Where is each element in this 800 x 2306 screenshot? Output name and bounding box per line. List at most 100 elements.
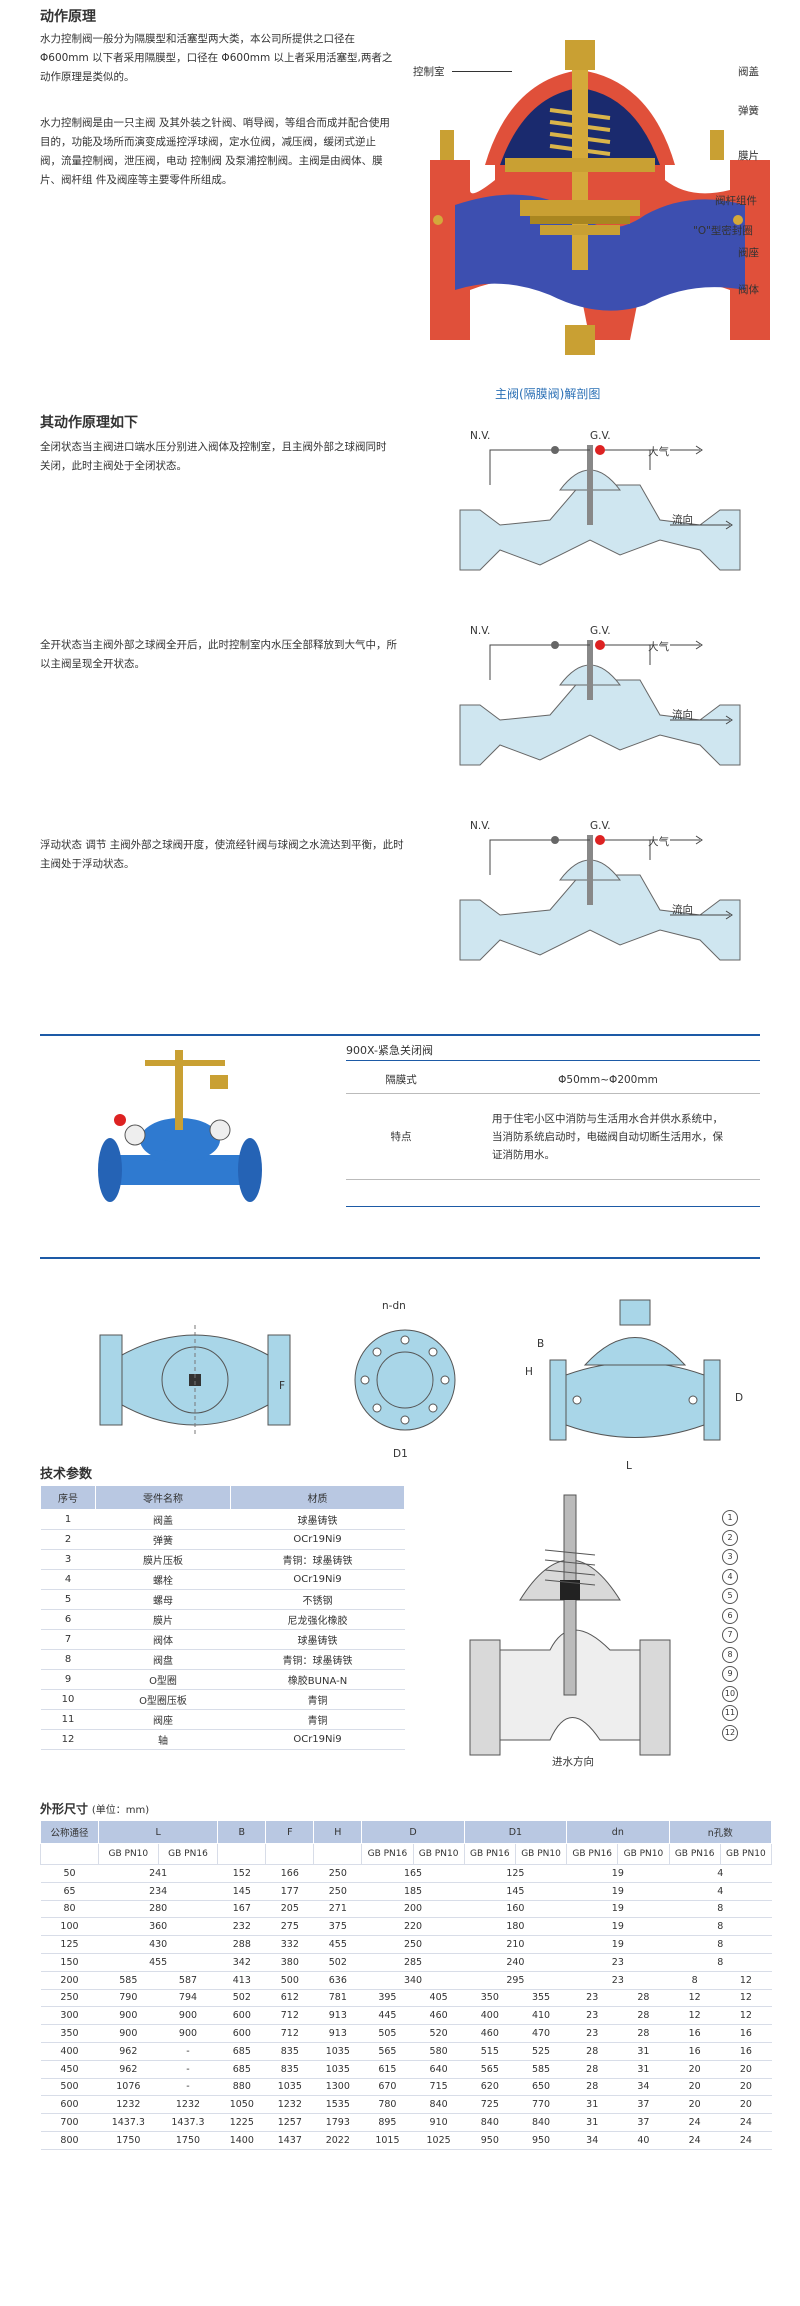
dims-cell: 28 xyxy=(617,2006,670,2026)
spec-row-type: 隔膜式 Φ50mm~Φ200mm xyxy=(346,1066,760,1094)
dims-header: D xyxy=(361,1820,465,1844)
dims-cell: 800 xyxy=(40,2131,99,2150)
dims-cell: 23 xyxy=(566,1971,670,1990)
closed-nv-label: N.V. xyxy=(470,430,491,442)
section-callout-number: 5 xyxy=(722,1588,738,1604)
dims-cell: 790 xyxy=(98,1989,159,2008)
dims-cell: 502 xyxy=(217,1989,266,2008)
state-closed-text: 全闭状态当主阀进口端水压分别进入阀体及控制室，且主阀外部之球阀同时关闭，此时主阀… xyxy=(40,441,387,472)
dims-cell: 685 xyxy=(217,2060,266,2079)
dims-cell: 20 xyxy=(669,2060,721,2079)
spec-value-type: Φ50mm~Φ200mm xyxy=(456,1066,760,1094)
parts-cell-name: 阀盖 xyxy=(95,1509,231,1530)
parts-cell-material: OCr19Ni9 xyxy=(230,1529,405,1550)
dim-label-l: L xyxy=(626,1460,632,1472)
dims-header: n孔数 xyxy=(668,1820,773,1844)
parts-cell-material: 球墨铸铁 xyxy=(230,1509,405,1530)
parts-cell-name: 弹簧 xyxy=(95,1529,231,1550)
dims-cell: 234 xyxy=(98,1882,218,1901)
parts-cell-no: 3 xyxy=(40,1549,96,1570)
parts-cell-material: 橡胶BUNA-N xyxy=(230,1669,405,1690)
dim-label-d: D xyxy=(735,1392,744,1404)
dims-cell: 1793 xyxy=(313,2113,362,2132)
dims-subheader-empty xyxy=(217,1843,267,1865)
dims-cell: 895 xyxy=(361,2113,414,2132)
parts-cell-no: 5 xyxy=(40,1589,96,1610)
dims-cell: 650 xyxy=(515,2078,567,2097)
dims-cell: 250 xyxy=(40,1989,99,2008)
section-callout-number: 12 xyxy=(722,1724,738,1741)
dims-cell: 781 xyxy=(313,1989,362,2008)
dims-subheader-empty xyxy=(313,1843,363,1865)
top-view-drawing xyxy=(95,1325,295,1435)
section-callout-number: 9 xyxy=(722,1666,738,1682)
dims-cell: 587 xyxy=(158,1971,218,1990)
section-callout-number: 10 xyxy=(722,1685,738,1702)
dims-cell: 520 xyxy=(413,2024,465,2043)
callout-diaphragm: 膜片 xyxy=(738,150,759,162)
parts-cell-material: 青铜 xyxy=(230,1709,405,1730)
parts-cell-material: 青铜：球墨铸铁 xyxy=(230,1649,405,1670)
dims-subheader: GB PN10 xyxy=(719,1843,773,1865)
dims-cell: 1437 xyxy=(265,2131,314,2150)
dims-cell: 125 xyxy=(40,1935,99,1954)
dims-cell: 19 xyxy=(566,1900,670,1919)
dims-cell: 455 xyxy=(313,1935,362,1954)
parts-cell-material: 青铜：球墨铸铁 xyxy=(230,1549,405,1570)
parts-cell-name: 膜片 xyxy=(95,1609,231,1630)
dims-cell: 515 xyxy=(464,2042,516,2061)
dims-header: L xyxy=(97,1820,219,1844)
dims-cell: 910 xyxy=(413,2113,465,2132)
dims-cell: 50 xyxy=(40,1864,99,1883)
parts-cell-no: 4 xyxy=(40,1569,96,1590)
dims-cell: 395 xyxy=(361,1989,414,2008)
parts-cell-no: 7 xyxy=(40,1629,96,1650)
parts-cell-material: 不锈钢 xyxy=(230,1589,405,1610)
dims-subheader: GB PN16 xyxy=(566,1843,619,1865)
parts-cell-no: 12 xyxy=(40,1729,96,1750)
product-spec-box: 隔膜式 Φ50mm~Φ200mm 特点 用于住宅小区中消防与生活用水合并供水系统… xyxy=(346,1066,760,1180)
closed-air-label: 大气 xyxy=(648,446,669,458)
dims-cell: 430 xyxy=(98,1935,218,1954)
parts-cell-name: 膜片压板 xyxy=(95,1549,231,1570)
dims-cell: 28 xyxy=(617,1989,670,2008)
dims-cell: 80 xyxy=(40,1900,99,1919)
parts-header-no: 序号 xyxy=(40,1485,96,1510)
dims-subheader: GB PN16 xyxy=(668,1843,721,1865)
dims-cell: 600 xyxy=(217,2006,266,2026)
dims-cell: 8 xyxy=(669,1900,772,1919)
dims-cell: 580 xyxy=(413,2042,465,2061)
valve-cutaway-svg xyxy=(430,40,770,355)
dims-cell: 950 xyxy=(515,2131,567,2150)
open-air-label: 大气 xyxy=(648,641,669,653)
dims-cell: 200 xyxy=(40,1971,99,1990)
dims-cell: 295 xyxy=(464,1971,567,1990)
dims-cell: 770 xyxy=(515,2095,567,2115)
dims-cell: 636 xyxy=(313,1971,362,1990)
dims-subheader: GB PN16 xyxy=(157,1843,219,1865)
dims-subheader-empty xyxy=(40,1843,99,1865)
dims-cell: 900 xyxy=(98,2006,159,2026)
product-model-divider xyxy=(346,1060,760,1061)
section-title-principle: 动作原理 xyxy=(40,9,96,25)
section-callout-number: 11 xyxy=(722,1705,738,1721)
dims-cell: 12 xyxy=(669,2006,721,2026)
parts-cell-name: 轴 xyxy=(95,1729,231,1750)
dims-title: 外形尺寸 xyxy=(40,1802,89,1816)
dim-label-b: B xyxy=(537,1338,545,1350)
dims-cell: 900 xyxy=(98,2024,159,2043)
dims-cell: 700 xyxy=(40,2113,99,2132)
dims-cell: 1035 xyxy=(313,2042,362,2061)
dims-cell: 962 xyxy=(98,2042,159,2061)
dims-cell: 300 xyxy=(40,2006,99,2026)
